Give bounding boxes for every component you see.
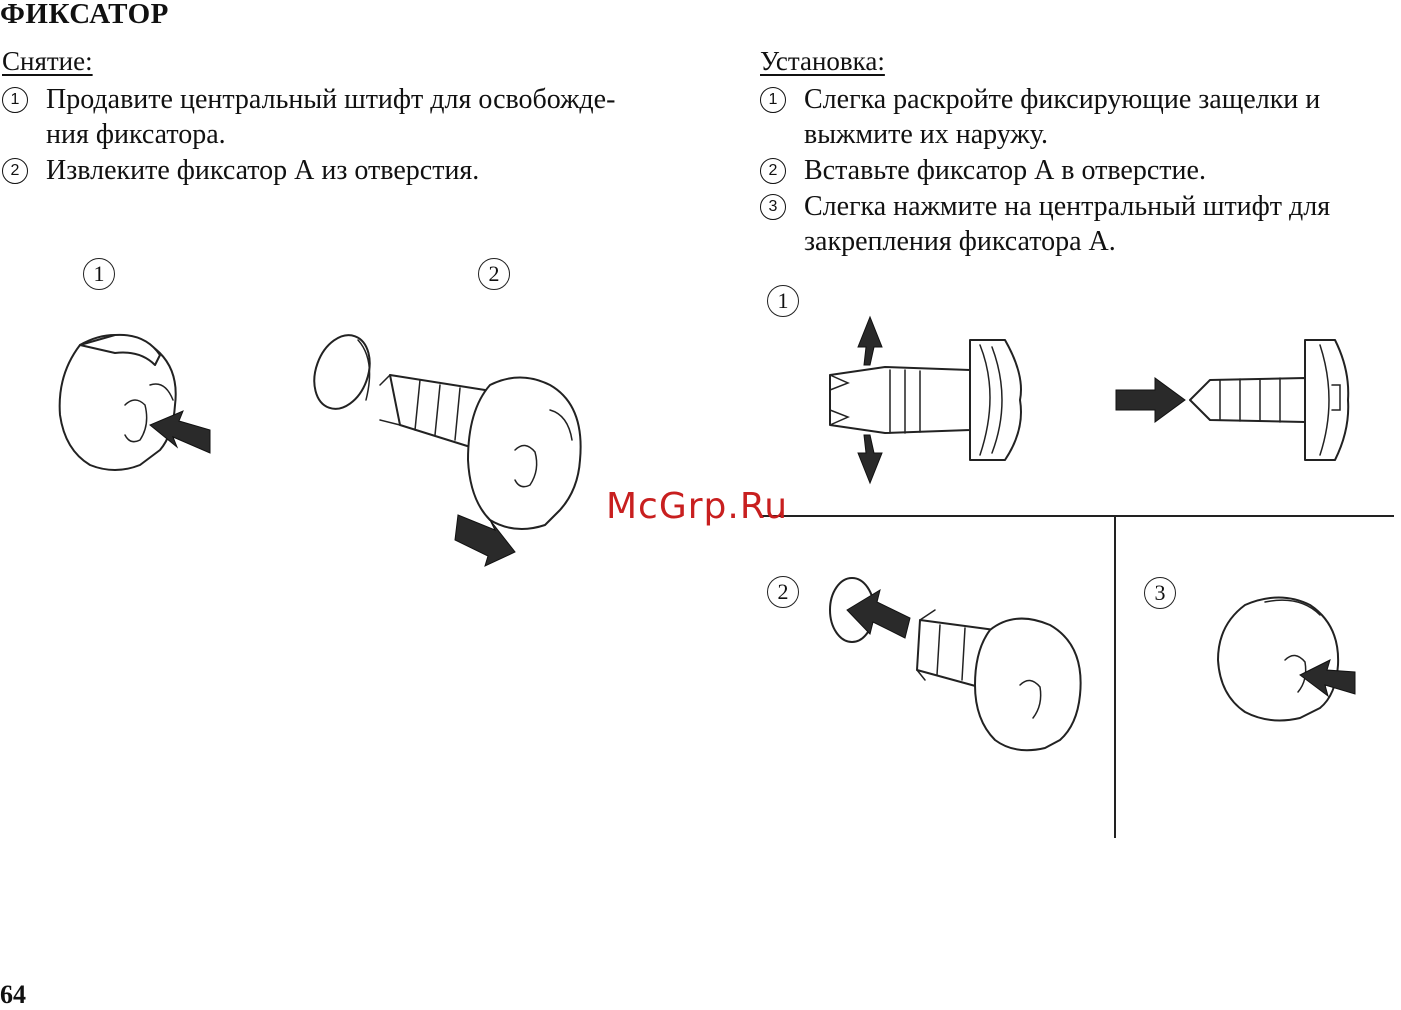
step-number-badge: 3	[760, 194, 786, 220]
installation-figure-label-3: 3	[1144, 577, 1176, 609]
page-title: ФИКСАТОР	[0, 0, 169, 30]
step-text-line: закрепления фиксатора А.	[804, 226, 1116, 257]
step-text-line: Продавите центральный штифт для освобожд…	[46, 84, 616, 115]
installation-illustration-1b	[1115, 339, 1350, 461]
installation-figure-label-1: 1	[767, 285, 799, 317]
installation-illustration-3	[1217, 596, 1356, 722]
step-text-line: Слегка нажмите на центральный штифт для	[804, 191, 1331, 222]
installation-illustration-2	[829, 577, 1082, 752]
step-text-line: Вставьте фиксатор А в отверстие.	[804, 155, 1206, 186]
installation-heading: Установка:	[760, 46, 885, 76]
installation-step-1: 1 Слегка раскройте фиксирующие защелки и…	[760, 82, 1320, 152]
horizontal-divider	[760, 515, 1394, 517]
page-number: 64	[0, 980, 26, 1009]
removal-heading: Снятие:	[2, 46, 93, 76]
watermark: McGrp.Ru	[606, 486, 789, 527]
installation-step-2: 2 Вставьте фиксатор А в отверстие.	[760, 153, 1206, 188]
installation-illustration-1a	[829, 315, 1022, 485]
step-number-badge: 1	[760, 87, 786, 113]
step-text-line: выжмите их наружу.	[804, 119, 1048, 150]
removal-illustration-2	[313, 334, 582, 567]
removal-illustration-1	[58, 333, 211, 471]
step-text-line: Слегка раскройте фиксирующие защелки и	[804, 84, 1321, 115]
removal-step-2: 2 Извлеките фиксатор А из отверстия.	[2, 153, 479, 188]
step-text-line: ния фиксатора.	[46, 119, 226, 150]
removal-step-1: 1 Продавите центральный штифт для освобо…	[2, 82, 615, 152]
step-number-badge: 1	[2, 87, 28, 113]
vertical-divider	[1114, 516, 1116, 838]
installation-step-3: 3 Слегка нажмите на центральный штифт дл…	[760, 189, 1330, 259]
removal-figure-label-2: 2	[478, 258, 510, 290]
installation-figure-label-2: 2	[767, 576, 799, 608]
step-number-badge: 2	[2, 158, 28, 184]
removal-figure-label-1: 1	[83, 258, 115, 290]
step-number-badge: 2	[760, 158, 786, 184]
step-text-line: Извлеките фиксатор А из отверстия.	[46, 155, 480, 186]
